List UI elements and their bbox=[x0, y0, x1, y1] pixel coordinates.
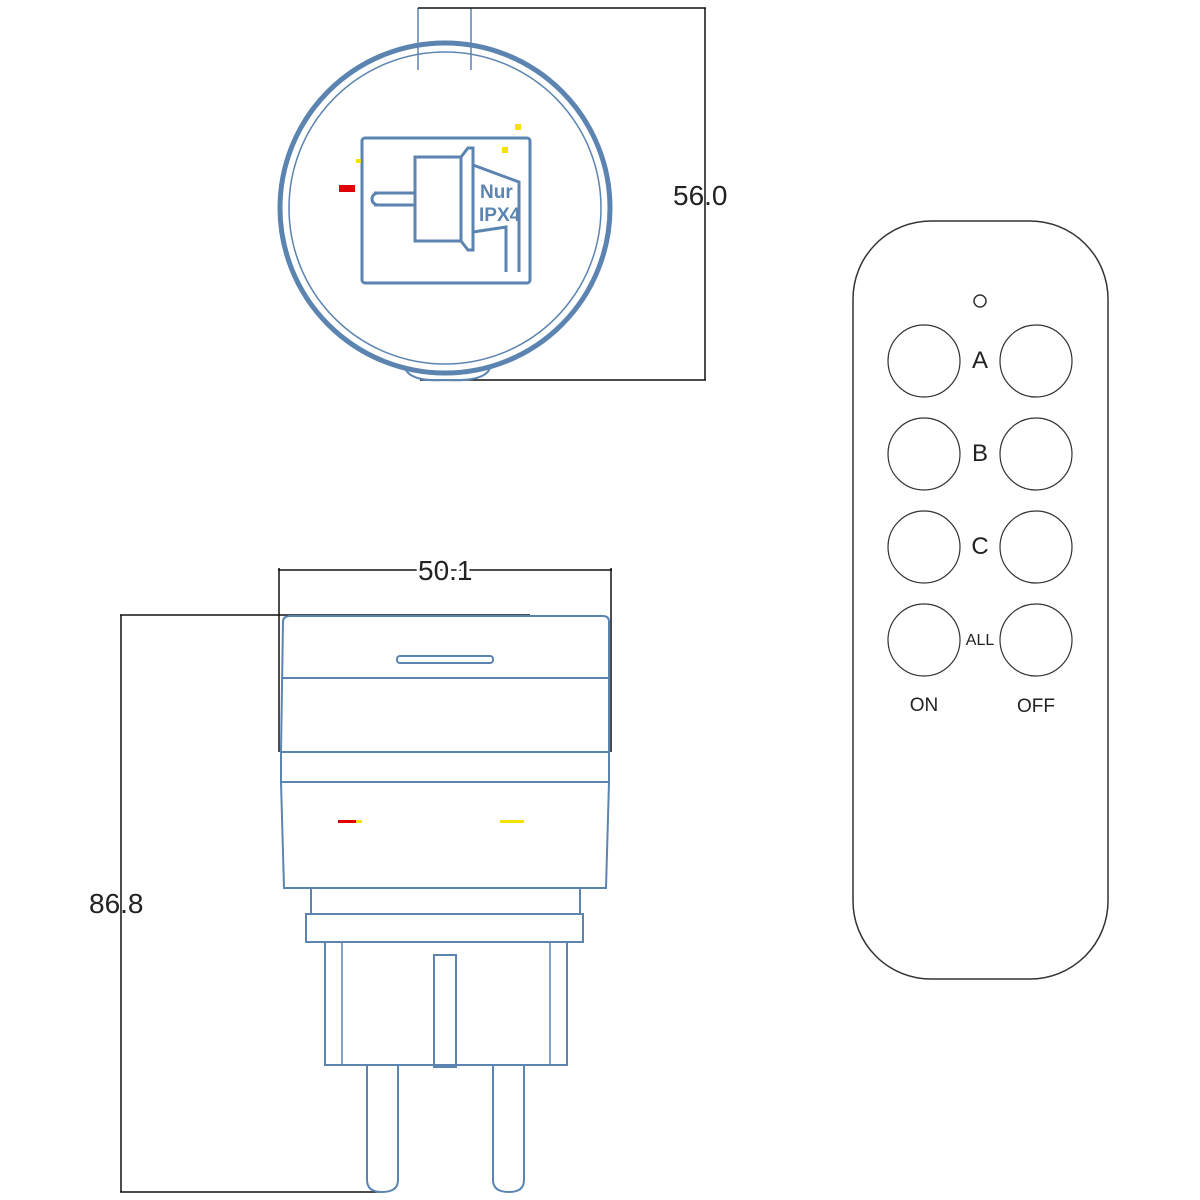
yellow-led-mark bbox=[502, 147, 508, 153]
cable-icon bbox=[472, 163, 521, 272]
button-all-on[interactable] bbox=[887, 603, 961, 677]
flange bbox=[305, 913, 584, 943]
button-all-off[interactable] bbox=[999, 603, 1073, 677]
label-nur: Nur bbox=[480, 182, 513, 203]
button-a-on[interactable] bbox=[887, 324, 961, 398]
button-a-off[interactable] bbox=[999, 324, 1073, 398]
label-ipx4: IPX4 bbox=[479, 205, 521, 226]
ring-bottom-lip bbox=[404, 367, 491, 382]
indicator-led bbox=[973, 294, 987, 308]
housing-band bbox=[280, 752, 610, 783]
row-label-a: A bbox=[972, 347, 988, 374]
button-c-off[interactable] bbox=[999, 510, 1073, 584]
top-slot bbox=[396, 655, 494, 664]
yellow-led-mark bbox=[515, 124, 521, 130]
row-label-all: ALL bbox=[966, 632, 995, 649]
button-b-on[interactable] bbox=[887, 417, 961, 491]
red-led-mark bbox=[338, 820, 356, 823]
plug-pin-right bbox=[492, 1065, 525, 1194]
remote-body bbox=[852, 220, 1109, 980]
housing-lower bbox=[280, 781, 610, 889]
yellow-led-mark bbox=[500, 820, 524, 823]
red-led-mark bbox=[339, 185, 355, 192]
side-view: 50.1 86.8 bbox=[89, 552, 612, 1194]
plug-collar-icon bbox=[459, 146, 475, 252]
top-view: Nur IPX4 56.0 bbox=[277, 7, 728, 382]
yellow-led-mark bbox=[356, 820, 362, 823]
plug-pin-left bbox=[366, 1065, 399, 1194]
neck bbox=[310, 887, 581, 915]
off-label: OFF bbox=[1017, 696, 1055, 717]
ground-contact bbox=[433, 954, 457, 1068]
outer-ring bbox=[277, 40, 613, 376]
row-label-c: C bbox=[971, 533, 988, 560]
button-b-off[interactable] bbox=[999, 417, 1073, 491]
height-dimension-label: 86.8 bbox=[89, 888, 144, 919]
width-dimension-label: 50.1 bbox=[418, 555, 473, 586]
button-c-on[interactable] bbox=[887, 510, 961, 584]
yellow-led-mark bbox=[356, 159, 361, 163]
remote-control: A B C ALL ON OFF bbox=[852, 220, 1109, 980]
diameter-dimension-label: 56.0 bbox=[673, 180, 728, 211]
on-label: ON bbox=[910, 695, 939, 716]
plug-body-icon bbox=[413, 155, 463, 243]
housing-top bbox=[279, 615, 610, 753]
plug-base bbox=[324, 941, 568, 1066]
inner-ring bbox=[288, 51, 602, 365]
plug-pin-icon bbox=[370, 191, 415, 207]
ipx4-label-frame bbox=[360, 136, 532, 285]
row-label-b: B bbox=[972, 440, 988, 467]
